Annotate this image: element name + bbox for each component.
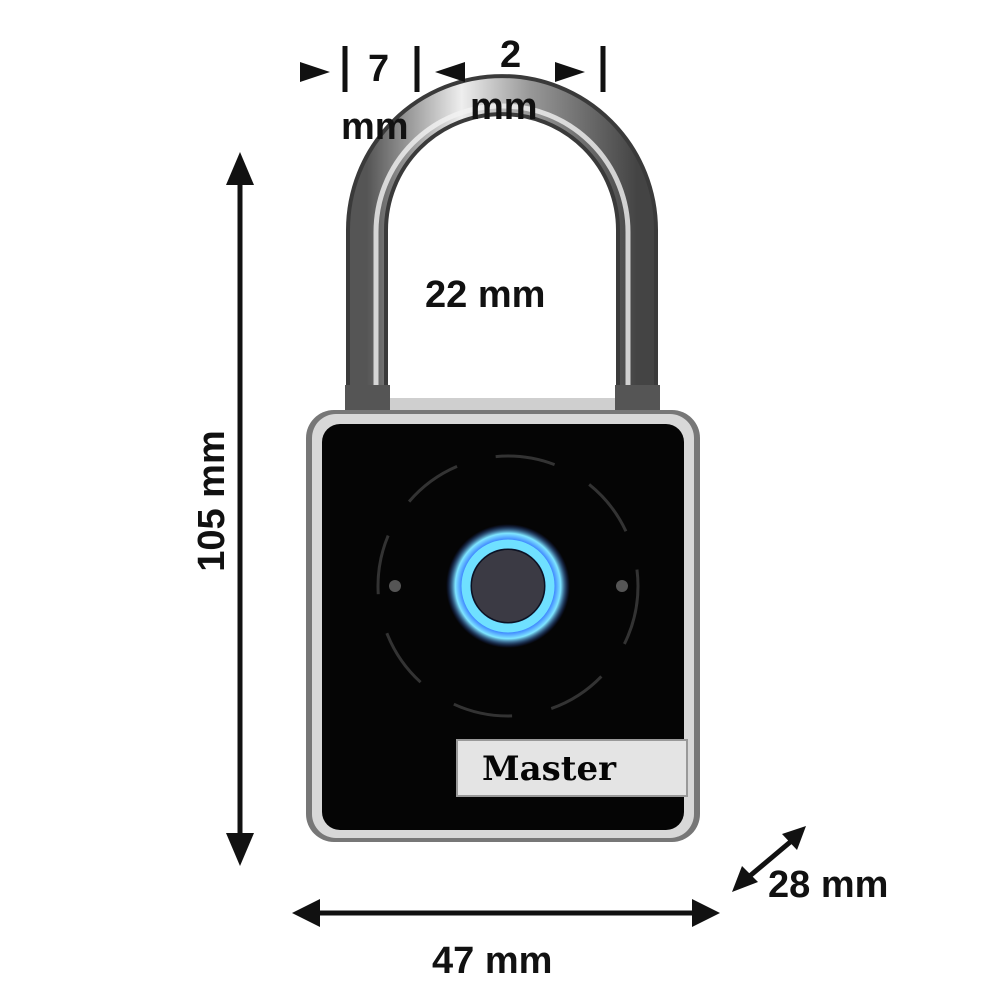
bluetooth-ring-icon <box>446 524 570 648</box>
shackle-clearance-label: 22 mm <box>425 274 546 316</box>
depth-label: 28 mm <box>768 864 889 906</box>
brand-plate <box>456 739 688 797</box>
height-label: 105 mm <box>191 430 233 572</box>
width-label: 47 mm <box>432 940 553 982</box>
shackle-dimension-marks <box>300 46 606 92</box>
brand-logo: Master <box>482 749 617 789</box>
shackle <box>345 74 660 415</box>
depth-arrow-icon <box>732 826 806 892</box>
shackle-gap-unit: mm <box>470 86 538 128</box>
width-arrow-icon <box>292 899 720 927</box>
height-arrow-icon <box>226 152 254 866</box>
shackle-diameter-value: 7 <box>368 48 390 90</box>
shackle-gap-value: 2 <box>500 34 522 76</box>
shackle-diameter-unit: mm <box>341 106 409 148</box>
